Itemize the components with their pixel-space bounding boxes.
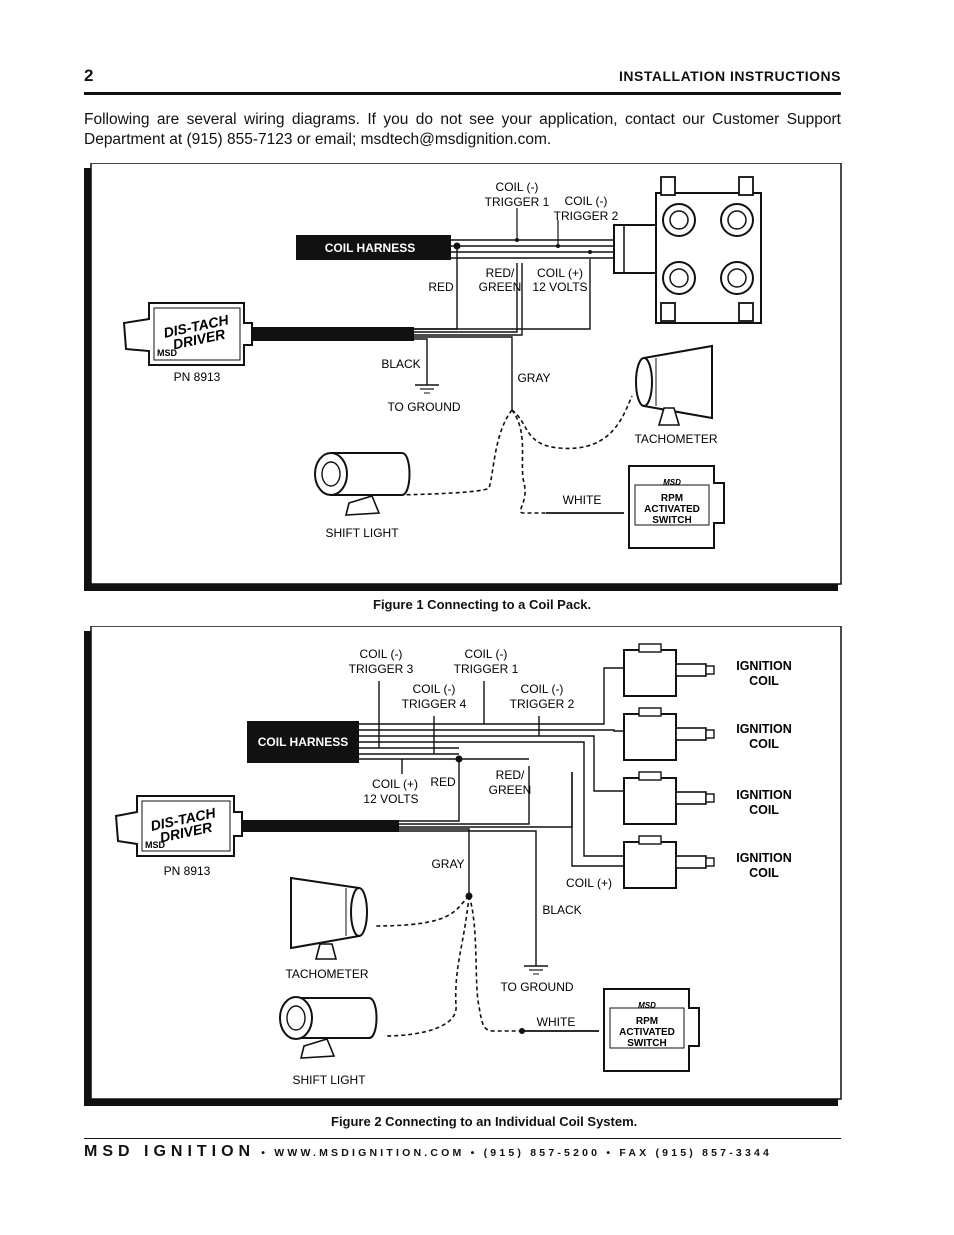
figure-2-harness-wires xyxy=(359,667,624,857)
f2-trigger1-line1: COIL (-) xyxy=(465,647,508,661)
red-green-line1: RED/ xyxy=(486,266,515,280)
f2-switch-label-3: SWITCH xyxy=(627,1038,666,1049)
f2-red-green-line1: RED/ xyxy=(496,768,525,782)
coil-harness-box xyxy=(296,235,451,260)
coil-harness-label: COIL HARNESS xyxy=(325,241,415,255)
f2-trigger2-line2: TRIGGER 2 xyxy=(510,697,575,711)
ignition-coil-label-4a: IGNITION xyxy=(736,851,792,865)
black-label: BLACK xyxy=(381,357,420,371)
figure-1-caption: Figure 1 Connecting to a Coil Pack. xyxy=(373,597,592,612)
f2-trigger1-line2: TRIGGER 1 xyxy=(454,662,519,676)
coil-harness-box-2 xyxy=(247,721,359,763)
f2-black-label: BLACK xyxy=(542,903,581,917)
ignition-coil-label-3a: IGNITION xyxy=(736,788,792,802)
tachometer-label: TACHOMETER xyxy=(634,432,717,446)
switch-label-1: RPM xyxy=(661,493,683,504)
trigger2-line2: TRIGGER 2 xyxy=(554,209,619,223)
figure-2-dashed-wires xyxy=(373,895,519,1037)
coil-pack-connector xyxy=(613,224,659,274)
shift-light-icon-2 xyxy=(279,996,378,1059)
coil-pack xyxy=(655,176,762,324)
f2-trigger2-line1: COIL (-) xyxy=(521,682,564,696)
footer: MSD IGNITION • WWW.MSDIGNITION.COM • (91… xyxy=(84,1143,841,1161)
figure-1-svg: COIL HARNESS COIL (-) TRIGGER 1 COIL (-)… xyxy=(84,163,842,591)
header-rule xyxy=(84,92,841,95)
ignition-coil-2 xyxy=(623,707,715,761)
part-number-label: PN 8913 xyxy=(174,370,221,384)
trigger2-line1: COIL (-) xyxy=(565,194,608,208)
ignition-coil-label-1b: COIL xyxy=(749,674,779,688)
to-ground-label: TO GROUND xyxy=(387,400,460,414)
trigger4-line2: TRIGGER 4 xyxy=(402,697,467,711)
f2-red-label: RED xyxy=(430,775,456,789)
figure-2-caption: Figure 2 Connecting to an Individual Coi… xyxy=(331,1114,638,1129)
f2-coil-plus-short: COIL (+) xyxy=(566,876,612,890)
f2-red-green-line2: GREEN xyxy=(489,783,532,797)
ignition-coil-label-4b: COIL xyxy=(749,866,779,880)
trigger4-line1: COIL (-) xyxy=(413,682,456,696)
driver-output-cable xyxy=(252,327,414,341)
f2-driver-msd-logo: MSD xyxy=(145,840,166,850)
tachometer-icon xyxy=(635,344,713,426)
f2-switch-msd-logo: MSD xyxy=(638,1001,656,1010)
f2-switch-label-1: RPM xyxy=(636,1016,658,1027)
ignition-coil-1 xyxy=(623,643,715,697)
figure-2-frame xyxy=(90,626,842,1100)
ignition-coil-label-2a: IGNITION xyxy=(736,722,792,736)
ignition-coil-3 xyxy=(623,771,715,825)
footer-contact: • WWW.MSDIGNITION.COM • (915) 857-5200 •… xyxy=(255,1147,773,1159)
ignition-coil-4 xyxy=(623,835,715,889)
f2-shift-light-label: SHIFT LIGHT xyxy=(292,1073,366,1087)
red-label: RED xyxy=(428,280,454,294)
shift-light-icon xyxy=(314,452,411,516)
footer-brand: MSD IGNITION xyxy=(84,1143,256,1160)
rpm-activated-switch xyxy=(628,465,725,549)
f2-coil-plus-line1: COIL (+) xyxy=(372,777,418,791)
coil-harness-label-2: COIL HARNESS xyxy=(258,735,348,749)
f2-part-number-label: PN 8913 xyxy=(164,864,211,878)
figure-2-individual-coil-diagram: COIL HARNESS COIL (-) TRIGGER 3 COIL (-)… xyxy=(84,626,844,1108)
f2-to-ground-label: TO GROUND xyxy=(500,980,573,994)
ignition-coil-label-1a: IGNITION xyxy=(736,659,792,673)
footer-rule xyxy=(84,1138,841,1139)
gray-label: GRAY xyxy=(517,371,550,385)
driver-output-cable-2 xyxy=(234,820,399,832)
ignition-coils xyxy=(623,643,715,889)
intro-paragraph: Following are several wiring diagrams. I… xyxy=(84,111,841,148)
f2-tachometer-label: TACHOMETER xyxy=(285,967,368,981)
ignition-coil-label-3b: COIL xyxy=(749,803,779,817)
figure-1-dashed-wires xyxy=(383,395,633,514)
f2-gray-label: GRAY xyxy=(431,857,464,871)
rpm-activated-switch-2 xyxy=(603,988,700,1072)
trigger1-line1: COIL (-) xyxy=(496,180,539,194)
coil-plus-line1: COIL (+) xyxy=(537,266,583,280)
trigger3-line2: TRIGGER 3 xyxy=(349,662,414,676)
f2-white-label: WHITE xyxy=(537,1015,576,1029)
f2-coil-plus-line2: 12 VOLTS xyxy=(363,792,418,806)
switch-msd-logo: MSD xyxy=(663,478,681,487)
figure-2-svg: COIL HARNESS COIL (-) TRIGGER 3 COIL (-)… xyxy=(84,626,842,1106)
dis-tach-driver-module-2 xyxy=(114,795,243,857)
tachometer-icon-2 xyxy=(290,876,368,960)
page-number: 2 xyxy=(84,66,94,85)
shift-light-label: SHIFT LIGHT xyxy=(325,526,399,540)
switch-label-2: ACTIVATED xyxy=(644,504,700,515)
page-header-title: INSTALLATION INSTRUCTIONS xyxy=(619,68,841,84)
trigger3-line1: COIL (-) xyxy=(360,647,403,661)
f2-switch-label-2: ACTIVATED xyxy=(619,1027,675,1038)
harness-wires xyxy=(451,239,614,259)
coil-plus-line2: 12 VOLTS xyxy=(532,280,587,294)
switch-label-3: SWITCH xyxy=(652,515,691,526)
red-green-line2: GREEN xyxy=(479,280,522,294)
figure-1-coil-pack-diagram: COIL HARNESS COIL (-) TRIGGER 1 COIL (-)… xyxy=(84,163,844,593)
driver-msd-logo: MSD xyxy=(157,348,178,358)
figure-2-wires xyxy=(399,759,624,966)
dis-tach-driver-module xyxy=(122,302,253,366)
ignition-coil-label-2b: COIL xyxy=(749,737,779,751)
trigger1-line2: TRIGGER 1 xyxy=(485,195,550,209)
figure-1-wires xyxy=(414,246,591,410)
white-label: WHITE xyxy=(563,493,602,507)
